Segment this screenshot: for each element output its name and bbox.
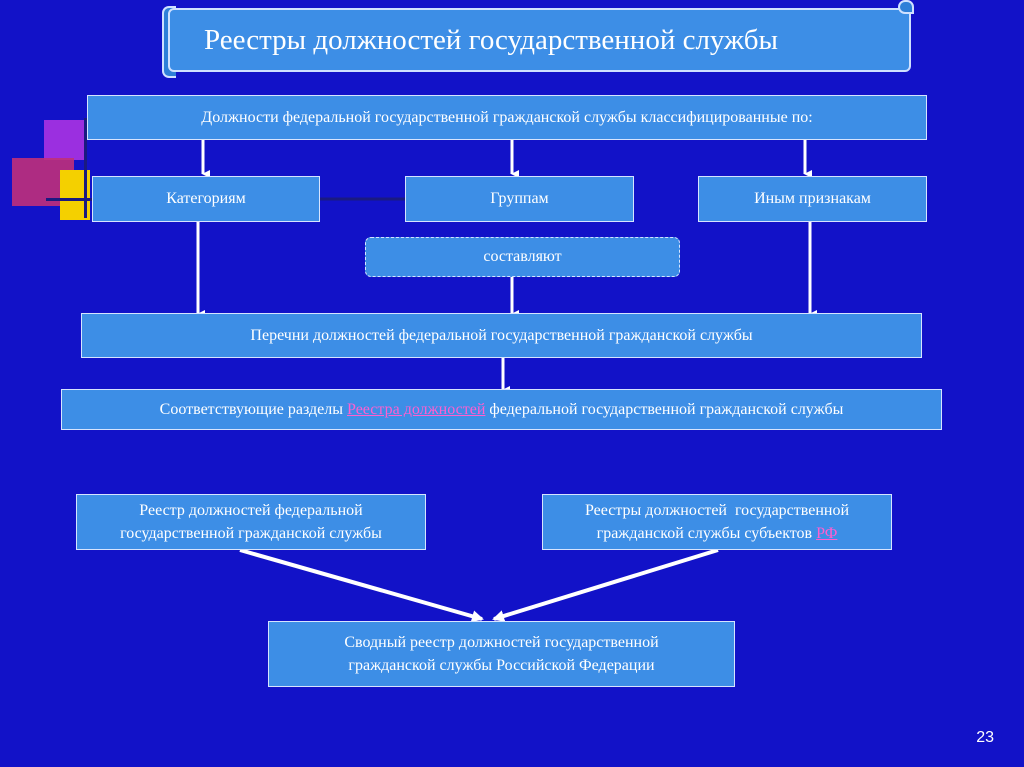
sections-prefix: Соответствующие разделы [159,400,348,418]
summary-register-line2: гражданской службы Российской Федерации [348,657,655,674]
subjects-register-box: Реестры должностей государственной гражд… [542,494,892,550]
subjects-register-line2: гражданской службы субъектов РФ [597,522,838,545]
groups-box: Группам [405,176,634,222]
federal-register-line1: Реестр должностей федеральной [139,501,363,519]
sections-box: Соответствующие разделы Реестра должност… [61,389,942,430]
register-link[interactable]: Реестра должностей [347,400,486,418]
compose-label-box: составляют [365,237,680,277]
federal-register-box: Реестр должностей федеральной государств… [76,494,426,550]
page-title: Реестры должностей государственной служб… [168,8,911,72]
arrow-subjects-to-summary [492,548,719,622]
summary-register-box: Сводный реестр должностей государственно… [268,621,735,687]
subjects-register-line2-text: гражданской службы субъектов [596,525,817,542]
other-features-box: Иным признакам [698,176,927,222]
arrow-federal-to-summary [239,548,484,623]
decor-line-v [84,118,87,218]
classified-by-box: Должности федеральной государственной гр… [87,95,927,140]
scroll-curl-right [898,0,914,14]
categories-box: Категориям [92,176,320,222]
subjects-register-line1: Реестры должностей государственной [584,501,850,519]
federal-register-line2: государственной гражданской службы [120,525,382,542]
rf-link[interactable]: РФ [816,525,838,542]
decor-purple-square [44,120,84,160]
page-number: 23 [976,729,994,746]
sections-suffix: федеральной государственной гражданской … [485,400,844,418]
summary-register-line1: Сводный реестр должностей государственно… [344,633,659,651]
decor-line-h [46,198,92,201]
lists-box: Перечни должностей федеральной государст… [81,313,922,358]
